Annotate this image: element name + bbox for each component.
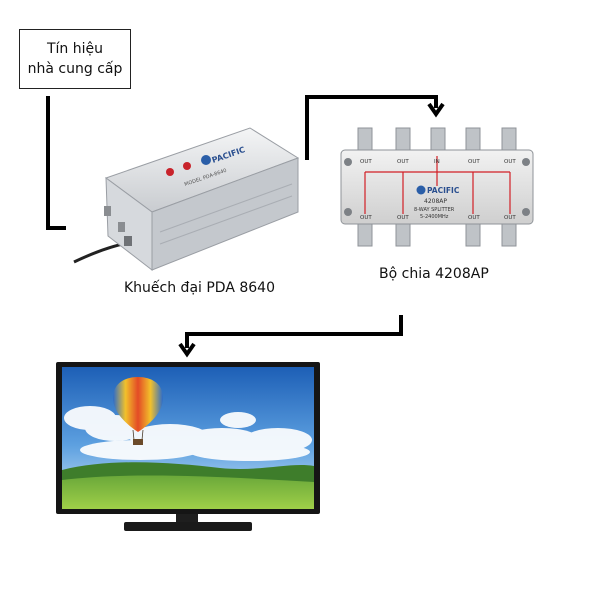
- splitter-freq-text: 5-2400MHz: [420, 214, 449, 220]
- source-line-2: nhà cung cấp: [27, 61, 123, 77]
- splitter-brand: PACIFIC: [427, 186, 460, 195]
- splitter-model: 4208AP: [424, 198, 447, 205]
- splitter-port-out-label: OUT: [504, 215, 516, 221]
- amplifier-port: [104, 206, 111, 216]
- connector-source-to-amplifier: [46, 96, 66, 230]
- amplifier-knob: [183, 162, 191, 170]
- tv-stand-base: [124, 522, 252, 531]
- pacific-logo-icon: [201, 155, 211, 165]
- splitter-label: Bộ chia 4208AP: [379, 266, 489, 282]
- source-line-1: Tín hiệu: [46, 41, 103, 57]
- splitter-circuit-lines: [364, 156, 511, 214]
- television: [56, 362, 320, 531]
- splitter-sub-text: 8-WAY SPLITTER: [414, 207, 455, 213]
- amplifier-port: [118, 222, 125, 232]
- amplifier-port: [124, 236, 132, 246]
- splitter-device: OUT OUT IN OUT OUT OUT OUT OUT OUT PACIF…: [340, 127, 534, 247]
- amplifier-knob: [166, 168, 174, 176]
- amplifier-label: Khuếch đại PDA 8640: [124, 280, 275, 296]
- splitter-port-out-label: OUT: [504, 159, 516, 165]
- amplifier-device: PACIFIC MODEL PDA-8640: [73, 127, 300, 272]
- splitter-port-out-label: OUT: [468, 215, 480, 221]
- splitter-port-out-label: OUT: [468, 159, 480, 165]
- connector-amplifier-to-splitter: [305, 95, 438, 160]
- pacific-logo-icon: [416, 185, 426, 195]
- splitter-bottom-ports: [357, 221, 517, 247]
- splitter-top-ports: [357, 127, 517, 153]
- splitter-port-in-label: IN: [434, 159, 440, 165]
- tv-stand-neck: [176, 514, 198, 524]
- splitter-port-out-label: OUT: [397, 215, 409, 221]
- signal-source-box: Tín hiệu nhà cung cấp: [19, 29, 131, 89]
- tv-screen-image: [62, 367, 314, 509]
- arrow-down-icon: [427, 102, 445, 118]
- hot-air-balloon-icon: [113, 377, 163, 445]
- splitter-port-out-label: OUT: [360, 215, 372, 221]
- splitter-port-out-label: OUT: [397, 159, 409, 165]
- amplifier-cable: [73, 241, 129, 264]
- splitter-port-out-label: OUT: [360, 159, 372, 165]
- connector-splitter-to-tv: [185, 315, 403, 348]
- arrow-down-icon: [178, 342, 196, 358]
